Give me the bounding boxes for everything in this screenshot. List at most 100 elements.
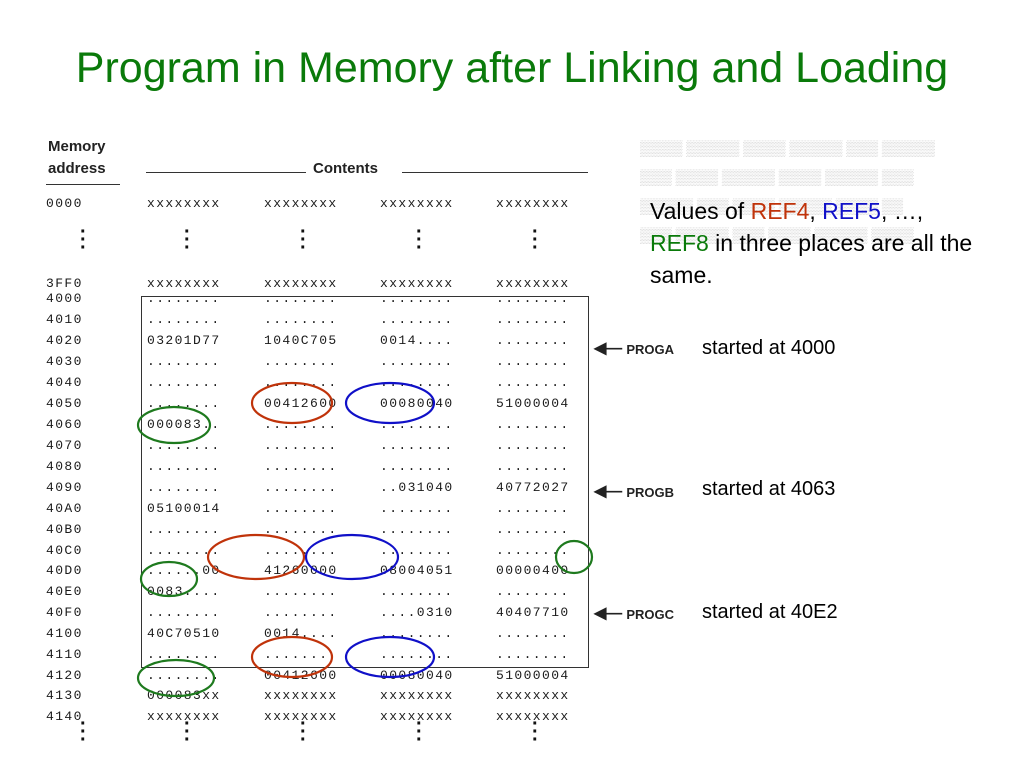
memory-word: ........ [264, 584, 338, 599]
address-header-rule [46, 184, 120, 185]
memory-word: 40772027 [496, 480, 570, 495]
memory-word: ........ [147, 480, 221, 495]
memory-word: ........ [147, 354, 221, 369]
ellipsis-c2-top: ··· [300, 221, 307, 259]
memory-word: 40C70510 [147, 626, 221, 641]
memory-word: xxxxxxxx [496, 276, 570, 291]
memory-word: 00412600 [264, 396, 338, 411]
callout-text: Values of [650, 198, 751, 224]
memory-word: ........ [380, 354, 454, 369]
ellipsis-c4-bottom: ··· [532, 713, 539, 751]
memory-word: ........ [264, 543, 338, 558]
memory-address: 40E0 [46, 584, 83, 599]
memory-word: 0014.... [264, 626, 338, 641]
memory-word: 00080040 [380, 668, 454, 683]
ellipsis-addr-top: ··· [80, 221, 87, 259]
memory-word: ........ [380, 647, 454, 662]
memory-header: Memory [48, 138, 106, 155]
arrow-left-icon: ◀— [594, 605, 623, 622]
memory-word: ........ [264, 312, 338, 327]
memory-word: 05100014 [147, 501, 221, 516]
memory-address: 4010 [46, 312, 83, 327]
memory-address: 4030 [46, 354, 83, 369]
memory-word: ........ [496, 375, 570, 390]
proga-start-note: started at 4000 [702, 337, 836, 359]
memory-word: 00000400 [496, 563, 570, 578]
memory-word: ........ [496, 312, 570, 327]
memory-word: 08004051 [380, 563, 454, 578]
memory-word: 1040C705 [264, 333, 338, 348]
memory-word: ........ [496, 459, 570, 474]
ellipsis-c3-top: ··· [416, 221, 423, 259]
memory-word: ........ [264, 459, 338, 474]
memory-address: 4090 [46, 480, 83, 495]
memory-word: xxxxxxxx [380, 688, 454, 703]
memory-word: ........ [380, 375, 454, 390]
memory-word: ........ [496, 333, 570, 348]
memory-address: 4080 [46, 459, 83, 474]
callout-text: , …, [880, 198, 924, 224]
memory-word: ........ [147, 522, 221, 537]
ellipsis-c2-bottom: ··· [300, 713, 307, 751]
bleed-through-text: ▒▒▒▒ ▒▒▒▒▒ ▒▒▒▒ ▒▒▒▒▒ ▒▒▒ ▒▒▒▒▒ ▒▒▒ ▒▒▒▒… [640, 141, 936, 244]
ellipsis-addr-bottom: ··· [80, 713, 87, 751]
proga-label: PROGA [626, 341, 674, 357]
memory-word: ........ [380, 417, 454, 432]
memory-address: 40D0 [46, 563, 83, 578]
memory-address: 40A0 [46, 501, 83, 516]
progc-label: PROGC [626, 606, 674, 622]
memory-word: ........ [147, 291, 221, 306]
memory-word: xxxxxxxx [264, 276, 338, 291]
memory-word: ........ [380, 459, 454, 474]
memory-word: ........ [147, 438, 221, 453]
memory-address: 4050 [46, 396, 83, 411]
memory-word: ........ [496, 543, 570, 558]
memory-word: ........ [147, 668, 221, 683]
memory-word: xxxxxxxx [147, 709, 221, 724]
contents-header: Contents [313, 160, 378, 177]
memory-word: ........ [264, 647, 338, 662]
memory-address: 4040 [46, 375, 83, 390]
memory-word: ........ [380, 438, 454, 453]
memory-word: ........ [264, 438, 338, 453]
memory-word: ........ [496, 291, 570, 306]
memory-word: ........ [496, 626, 570, 641]
memory-word: ......00 [147, 563, 221, 578]
contents-header-rule-left [146, 172, 306, 173]
memory-word: ........ [380, 626, 454, 641]
memory-address: 4110 [46, 647, 83, 662]
memory-word: ........ [380, 312, 454, 327]
memory-word: 41260000 [264, 563, 338, 578]
ellipsis-c3-bottom: ··· [416, 713, 423, 751]
callout-text: , [809, 198, 823, 224]
progb-marker: ◀— PROGB [594, 484, 674, 500]
values-callout: Values of REF4, REF5, …,REF8 in three pl… [650, 195, 1010, 291]
proga-marker: ◀— PROGA [594, 341, 674, 357]
progc-start-note: started at 40E2 [702, 601, 838, 623]
memory-address: 4130 [46, 688, 83, 703]
ref4-label: REF4 [750, 198, 810, 224]
memory-address: 3FF0 [46, 276, 83, 291]
memory-address: 4120 [46, 668, 83, 683]
memory-word: ........ [147, 543, 221, 558]
memory-word: ........ [496, 522, 570, 537]
memory-word: xxxxxxxx [496, 688, 570, 703]
memory-word: xxxxxxxx [380, 709, 454, 724]
memory-word: ........ [147, 647, 221, 662]
contents-header-rule-right [402, 172, 588, 173]
memory-address: 4070 [46, 438, 83, 453]
memory-word: ........ [264, 375, 338, 390]
arrow-left-icon: ◀— [594, 340, 623, 357]
memory-word: ........ [264, 605, 338, 620]
memory-word: 40407710 [496, 605, 570, 620]
memory-word: 000083xx [147, 688, 221, 703]
memory-address: 40C0 [46, 543, 83, 558]
memory-word: xxxxxxxx [264, 196, 338, 211]
memory-address: 40F0 [46, 605, 83, 620]
address-header: address [48, 160, 106, 177]
memory-word: ........ [496, 417, 570, 432]
memory-word: ........ [380, 522, 454, 537]
memory-word: ....0310 [380, 605, 454, 620]
memory-word: ........ [496, 647, 570, 662]
callout-text: in three places are all the same. [650, 230, 973, 288]
